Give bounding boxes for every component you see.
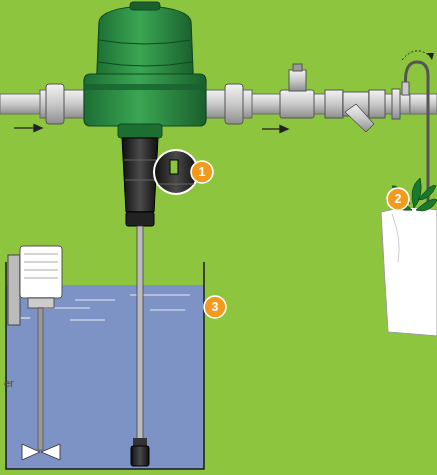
- y-filter: [325, 89, 400, 132]
- callout-number: 2: [386, 187, 410, 211]
- suction-tube: [131, 226, 149, 466]
- tank-mixer: [8, 246, 62, 460]
- solenoid-valve: [280, 64, 314, 118]
- callout-badge: [191, 161, 409, 318]
- dosing-pump: [84, 2, 206, 226]
- note-text: er: [4, 378, 14, 389]
- plant-bag: [381, 178, 437, 336]
- callout-number: 3: [203, 295, 227, 319]
- callout-number: 1: [190, 160, 214, 184]
